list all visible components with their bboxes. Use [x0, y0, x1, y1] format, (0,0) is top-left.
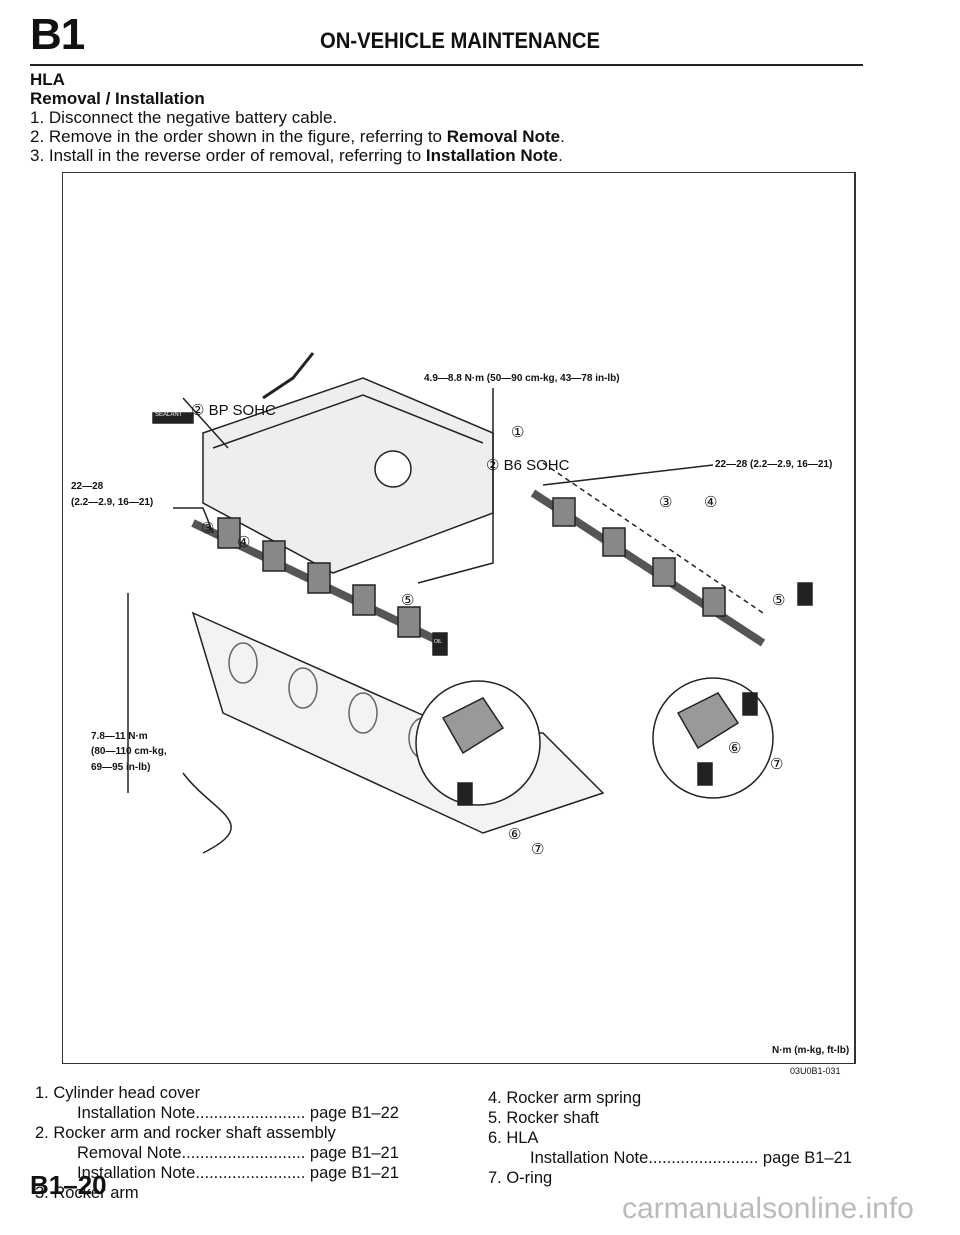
removal-note-ref: Removal Note	[446, 127, 561, 146]
heading: HLA	[30, 70, 65, 89]
callout-5-left: ⑤	[401, 592, 415, 609]
sealant-label: SEALANT	[155, 412, 183, 418]
torque-units: N·m (m-kg, ft-lb)	[772, 1045, 850, 1056]
callout-7-right: ⑦	[770, 756, 784, 773]
header-rule	[30, 64, 863, 66]
part-item: Installation Note.......................…	[77, 1104, 399, 1122]
part-item: Installation Note.......................…	[77, 1164, 399, 1182]
label-b6-sohc: ② B6 SOHC	[486, 457, 570, 474]
torque-shaft-bp-1: 22—28	[71, 481, 104, 492]
part-item: 3. Rocker arm	[35, 1184, 139, 1202]
section-code: B1	[30, 10, 85, 59]
torque-bolt-2: (80—110 cm-kg,	[91, 746, 167, 757]
part-item: 6. HLA	[488, 1129, 539, 1147]
step-3: 3. Install in the reverse order of remov…	[30, 146, 563, 166]
step-1: 1. Disconnect the negative battery cable…	[30, 108, 337, 128]
page-number: B1–20	[30, 1170, 107, 1200]
callout-7-left: ⑦	[531, 841, 545, 858]
torque-shaft-bp-2: (2.2—2.9, 16—21)	[71, 497, 154, 508]
torque-bolt-1: 7.8—11 N·m	[91, 731, 148, 742]
part-item: Removal Note........................... …	[77, 1144, 399, 1162]
oil-label: OIL	[434, 639, 443, 645]
step-2: 2. Remove in the order shown in the figu…	[30, 127, 565, 147]
page-header-title: ON-VEHICLE MAINTENANCE	[320, 28, 600, 53]
watermark: carmanualsonline.info	[622, 1192, 914, 1225]
engine-illustration	[127, 352, 813, 854]
torque-shaft-b6: 22—28 (2.2—2.9, 16—21)	[715, 459, 833, 470]
torque-cover-bolts: 4.9—8.8 N·m (50—90 cm-kg, 43—78 in-lb)	[424, 373, 620, 384]
label-bp-sohc: ② BP SOHC	[191, 402, 276, 419]
callout-3-left: ③	[201, 520, 215, 537]
step-3-text: 3. Install in the reverse order of remov…	[30, 146, 426, 165]
step-2-text: 2. Remove in the order shown in the figu…	[30, 127, 447, 146]
step-1-text: 1. Disconnect the negative battery cable…	[30, 108, 338, 127]
subheading: Removal / Installation	[30, 89, 205, 108]
figure-code: 03U0B1-031	[790, 1066, 841, 1076]
callout-4-left: ④	[237, 534, 251, 551]
part-item: 5. Rocker shaft	[488, 1109, 599, 1127]
figure-frame: 4.9—8.8 N·m (50—90 cm-kg, 43—78 in-lb) ②…	[62, 172, 856, 1064]
callout-4-right: ④	[704, 494, 718, 511]
callout-6-right: ⑥	[728, 740, 742, 757]
step-2-end: .	[560, 127, 565, 146]
step-3-end: .	[558, 146, 563, 165]
callout-5-right: ⑤	[772, 592, 786, 609]
part-item: Installation Note.......................…	[530, 1149, 852, 1167]
installation-note-ref: Installation Note	[425, 146, 559, 165]
parts-list-left: 1. Cylinder head cover Installation Note…	[35, 1083, 399, 1203]
part-item: 2. Rocker arm and rocker shaft assembly	[35, 1124, 336, 1142]
part-item: 7. O-ring	[488, 1169, 553, 1187]
part-item: 1. Cylinder head cover	[35, 1084, 201, 1102]
torque-bolt-3: 69—95 in-lb)	[91, 762, 151, 773]
callout-3-right: ③	[659, 494, 673, 511]
callout-1: ①	[511, 424, 525, 441]
part-item: 4. Rocker arm spring	[488, 1089, 642, 1107]
callout-6-left: ⑥	[508, 826, 522, 843]
parts-list-right: 4. Rocker arm spring 5. Rocker shaft 6. …	[488, 1088, 852, 1188]
